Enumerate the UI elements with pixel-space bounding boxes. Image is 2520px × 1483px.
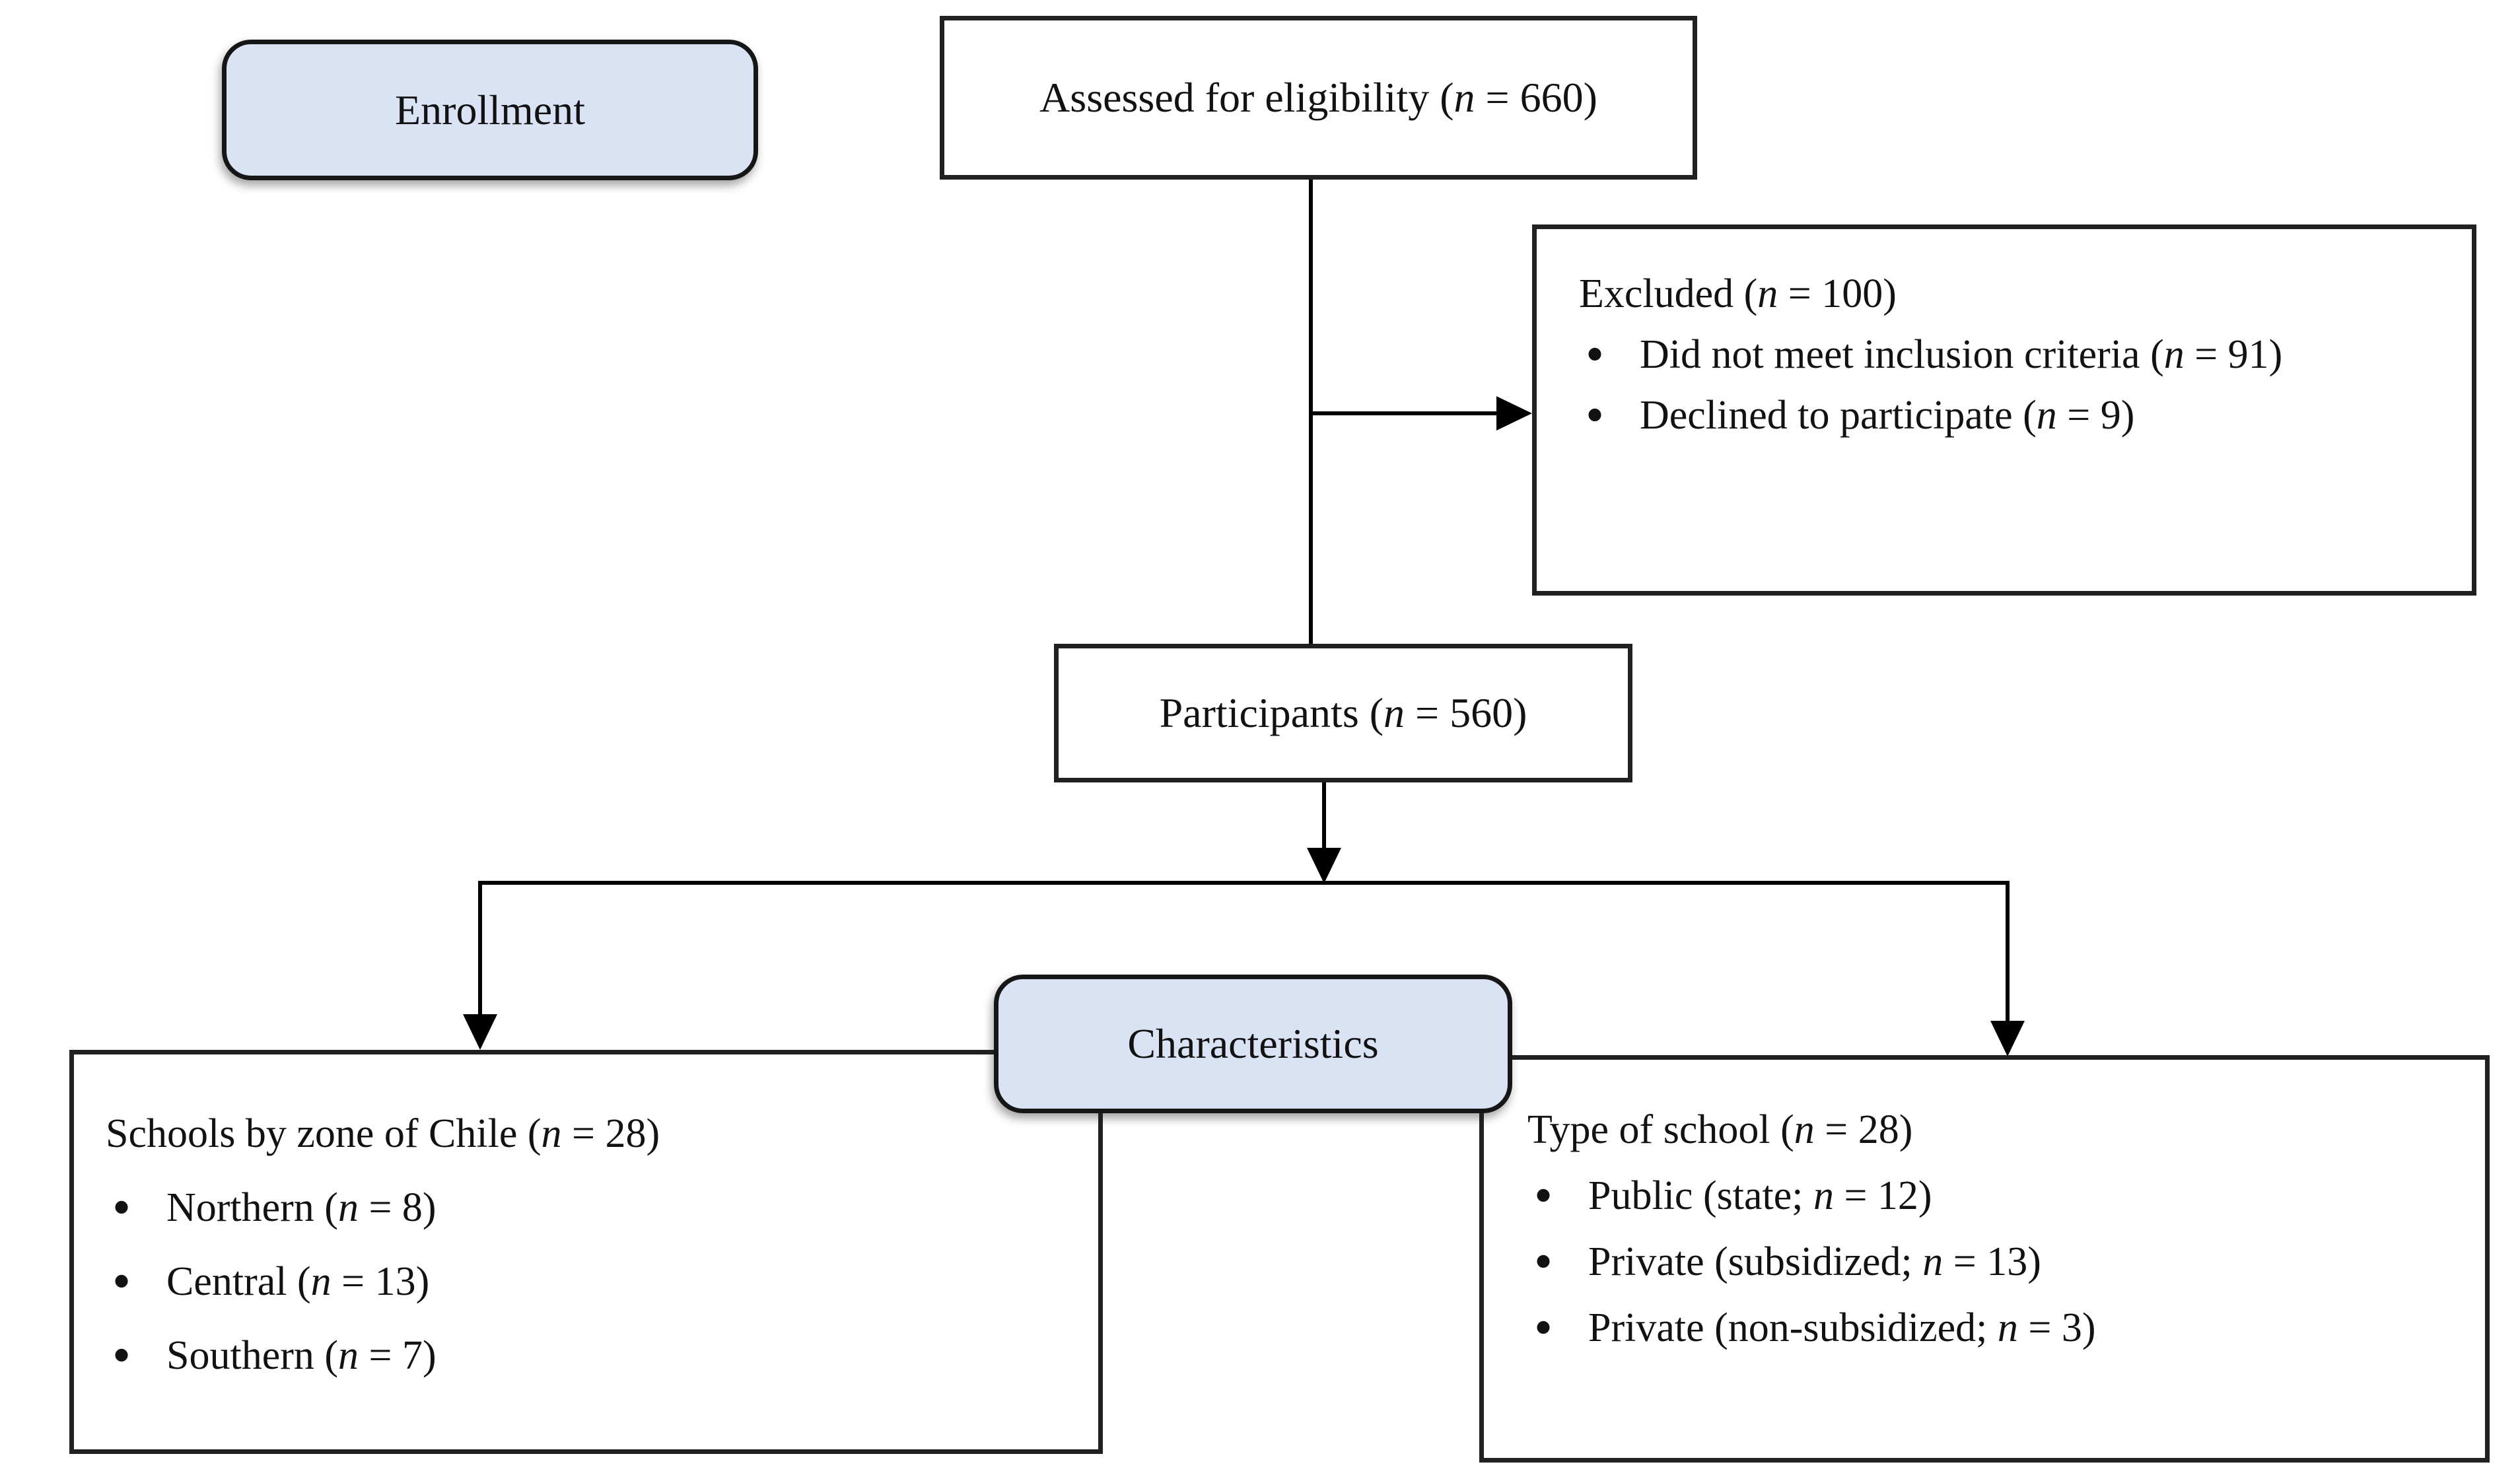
arrowhead-into-excluded — [1496, 396, 1532, 431]
bullet-icon: • — [1534, 1299, 1553, 1357]
connector-branch-to-excluded — [1309, 411, 1498, 415]
bullet-icon: • — [112, 1179, 131, 1237]
characteristics-stage-box: Characteristics — [994, 975, 1512, 1113]
connector-drop-right — [2006, 881, 2010, 1021]
type-of-school-title: Type of school (n = 28) — [1527, 1107, 1913, 1152]
connector-participants-down — [1322, 781, 1326, 850]
excluded-box: Excluded (n = 100) • Did not meet inclus… — [1532, 224, 2476, 596]
list-item: • Southern (n = 7) — [112, 1327, 437, 1385]
bullet-icon: • — [1586, 386, 1605, 444]
list-item: • Private (non-subsidized; n = 3) — [1534, 1299, 2096, 1357]
enrollment-stage-label: Enrollment — [395, 86, 585, 133]
schools-by-zone-box: Schools by zone of Chile (n = 28) • Nort… — [69, 1050, 1103, 1454]
list-item: • Did not meet inclusion criteria (n = 9… — [1586, 326, 2283, 384]
list-item: • Declined to participate (n = 9) — [1586, 386, 2135, 444]
excluded-title: Excluded (n = 100) — [1579, 271, 1897, 316]
type-of-school-box: Type of school (n = 28) • Public (state;… — [1479, 1055, 2490, 1463]
list-item: • Public (state; n = 12) — [1534, 1167, 1932, 1225]
assessed-label: Assessed for eligibility (n = 660) — [1039, 74, 1597, 121]
arrowhead-into-type-box — [1990, 1021, 2025, 1056]
arrowhead-into-zone-box — [463, 1014, 497, 1050]
participants-label: Participants (n = 560) — [1159, 689, 1527, 736]
list-item: • Central (n = 13) — [112, 1253, 430, 1311]
bullet-icon: • — [112, 1327, 131, 1385]
bullet-icon: • — [1534, 1233, 1553, 1291]
bullet-icon: • — [112, 1253, 131, 1311]
connector-drop-left — [478, 881, 482, 1016]
bullet-icon: • — [1586, 326, 1605, 384]
list-item: • Northern (n = 8) — [112, 1179, 437, 1237]
bullet-icon: • — [1534, 1167, 1553, 1225]
assessed-box: Assessed for eligibility (n = 660) — [940, 16, 1697, 180]
distribution-line — [480, 881, 2010, 885]
list-item: • Private (subsidized; n = 13) — [1534, 1233, 2041, 1291]
characteristics-stage-label: Characteristics — [1127, 1020, 1379, 1067]
participants-box: Participants (n = 560) — [1054, 644, 1632, 782]
schools-by-zone-title: Schools by zone of Chile (n = 28) — [106, 1111, 660, 1156]
enrollment-stage-box: Enrollment — [222, 40, 758, 180]
arrowhead-to-distribution-line — [1307, 848, 1341, 883]
